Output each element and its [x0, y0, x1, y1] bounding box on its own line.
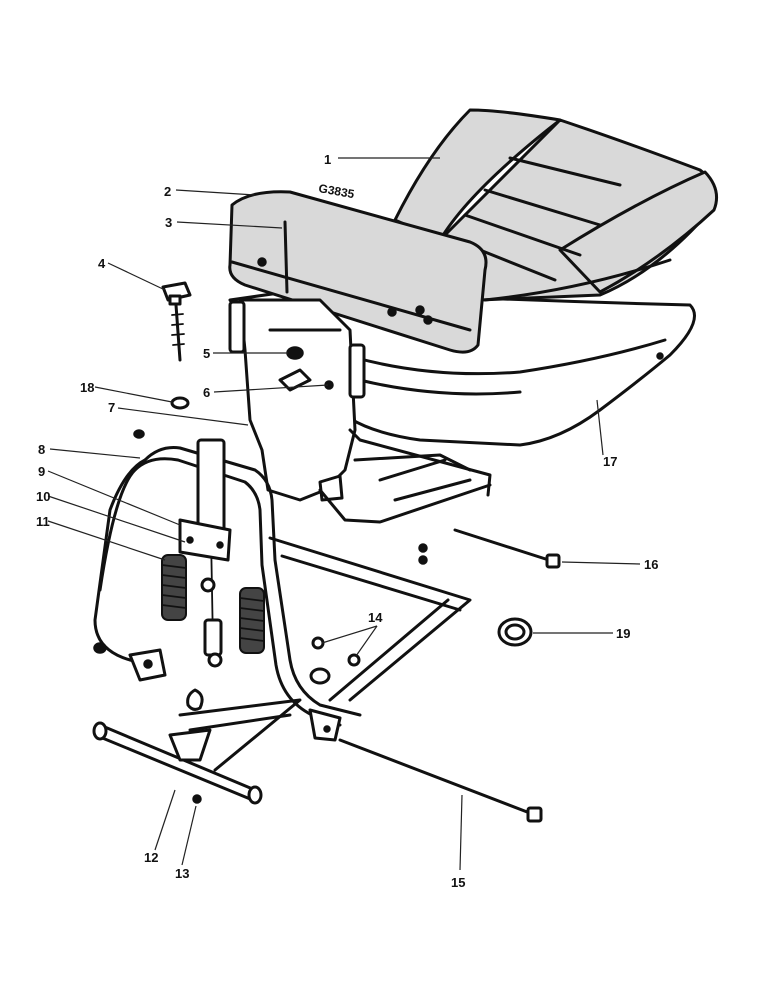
backrest — [228, 190, 488, 354]
callout-19: 19 — [616, 626, 630, 641]
seat-frame — [318, 428, 492, 524]
callout-13: 13 — [175, 866, 189, 881]
seat-cushion — [393, 108, 718, 302]
base-frame — [178, 536, 472, 772]
long-bolt-15 — [338, 738, 543, 823]
springs — [161, 554, 265, 654]
bottom-bar — [92, 721, 263, 805]
washer-18 — [170, 396, 190, 410]
grommet — [497, 617, 533, 647]
callout-9: 9 — [38, 464, 45, 479]
knob-bolt — [161, 281, 192, 362]
callout-17: 17 — [603, 454, 617, 469]
u-frame — [93, 446, 362, 742]
nut-13 — [192, 794, 202, 804]
callout-8: 8 — [38, 442, 45, 457]
callout-7: 7 — [108, 400, 115, 415]
callout-14: 14 — [368, 610, 383, 625]
nut — [286, 346, 304, 360]
callout-2: 2 — [164, 184, 171, 199]
callout-3: 3 — [165, 215, 172, 230]
callout-5: 5 — [203, 346, 210, 361]
long-bolt-16 — [453, 528, 561, 569]
callout-labels: 1 2 3 4 5 6 7 8 9 10 11 12 13 14 15 16 1… — [36, 152, 658, 890]
callout-15: 15 — [451, 875, 465, 890]
callout-16: 16 — [644, 557, 658, 572]
callout-12: 12 — [144, 850, 158, 865]
callout-6: 6 — [203, 385, 210, 400]
small-nut — [93, 429, 145, 654]
callout-10: 10 — [36, 489, 50, 504]
callout-11: 11 — [36, 514, 50, 529]
pin — [186, 688, 204, 711]
spring-bracket — [178, 518, 232, 593]
callout-4: 4 — [98, 256, 106, 271]
backrest-bracket — [228, 298, 366, 502]
drawing-code: G3835 — [317, 181, 355, 201]
backrest-rod — [283, 220, 289, 294]
callout-18: 18 — [80, 380, 94, 395]
leader-lines — [47, 157, 641, 871]
callout-1: 1 — [324, 152, 331, 167]
